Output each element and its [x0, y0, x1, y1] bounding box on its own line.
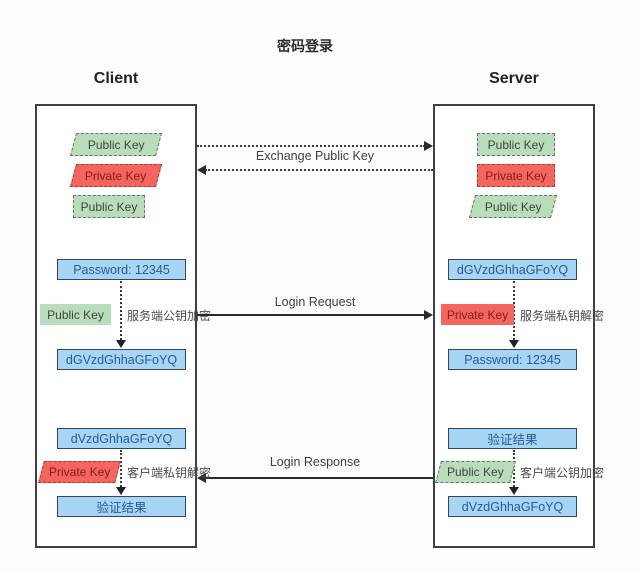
server-public-key-shape: Public Key: [477, 133, 555, 156]
exchange-arrow-right-line: [197, 145, 425, 147]
exchange-arrow-label: Exchange Public Key: [255, 149, 375, 163]
client-encrypt-arrow-line: [120, 281, 122, 340]
server-response-ciphertext-box: dVzdGhhaGFoYQ: [448, 496, 577, 517]
client-password-box: Password: 12345: [57, 259, 186, 280]
server-decrypt-key-label: Private Key: [441, 304, 514, 325]
client-received-server-public-key-shape: Public Key: [73, 195, 145, 218]
exchange-arrow-left-head-icon: [197, 165, 206, 175]
server-encrypt-arrow-line: [513, 450, 515, 487]
server-ciphertext-box: dGVzdGhhaGFoYQ: [448, 259, 577, 280]
exchange-arrow-left-line: [205, 169, 433, 171]
server-header: Server: [489, 70, 539, 87]
client-verify-result-box: 验证结果: [57, 496, 186, 517]
client-encrypt-key-label: Public Key: [40, 304, 111, 325]
server-encrypt-note: 客户端公钥加密: [520, 466, 605, 480]
exchange-arrow-right-head-icon: [424, 141, 433, 151]
server-received-client-public-key-shape: Public Key: [468, 195, 558, 218]
client-decrypt-key-label: Private Key: [38, 461, 121, 483]
server-private-key-shape: Private Key: [477, 164, 555, 187]
client-header: Client: [93, 70, 139, 87]
client-decrypt-arrow-head-icon: [116, 487, 126, 495]
server-encrypt-key-label: Public Key: [435, 461, 516, 483]
server-decrypt-arrow-head-icon: [509, 340, 519, 348]
login-response-arrow-head-icon: [197, 473, 206, 483]
login-request-arrow-head-icon: [424, 310, 433, 320]
client-encrypt-note: 服务端公钥加密: [127, 309, 212, 323]
server-encrypt-arrow-head-icon: [509, 487, 519, 495]
login-response-label: Login Response: [269, 455, 361, 469]
server-decrypt-arrow-line: [513, 281, 515, 340]
server-password-box: Password: 12345: [448, 349, 577, 370]
client-encrypt-arrow-head-icon: [116, 340, 126, 348]
server-decrypt-note: 服务端私钥解密: [520, 309, 605, 323]
login-response-arrow-line: [205, 477, 433, 479]
client-decrypt-note: 客户端私钥解密: [127, 466, 212, 480]
server-verify-result-box: 验证结果: [448, 428, 577, 449]
client-private-key-shape: Private Key: [69, 164, 163, 187]
client-decrypt-arrow-line: [120, 450, 122, 487]
client-public-key-shape: Public Key: [69, 133, 163, 156]
login-request-label: Login Request: [274, 295, 356, 309]
login-request-arrow-line: [197, 314, 425, 316]
client-ciphertext-box: dGVzdGhhaGFoYQ: [57, 349, 186, 370]
page-title: 密码登录: [277, 38, 333, 54]
client-response-ciphertext-box: dVzdGhhaGFoYQ: [57, 428, 186, 449]
